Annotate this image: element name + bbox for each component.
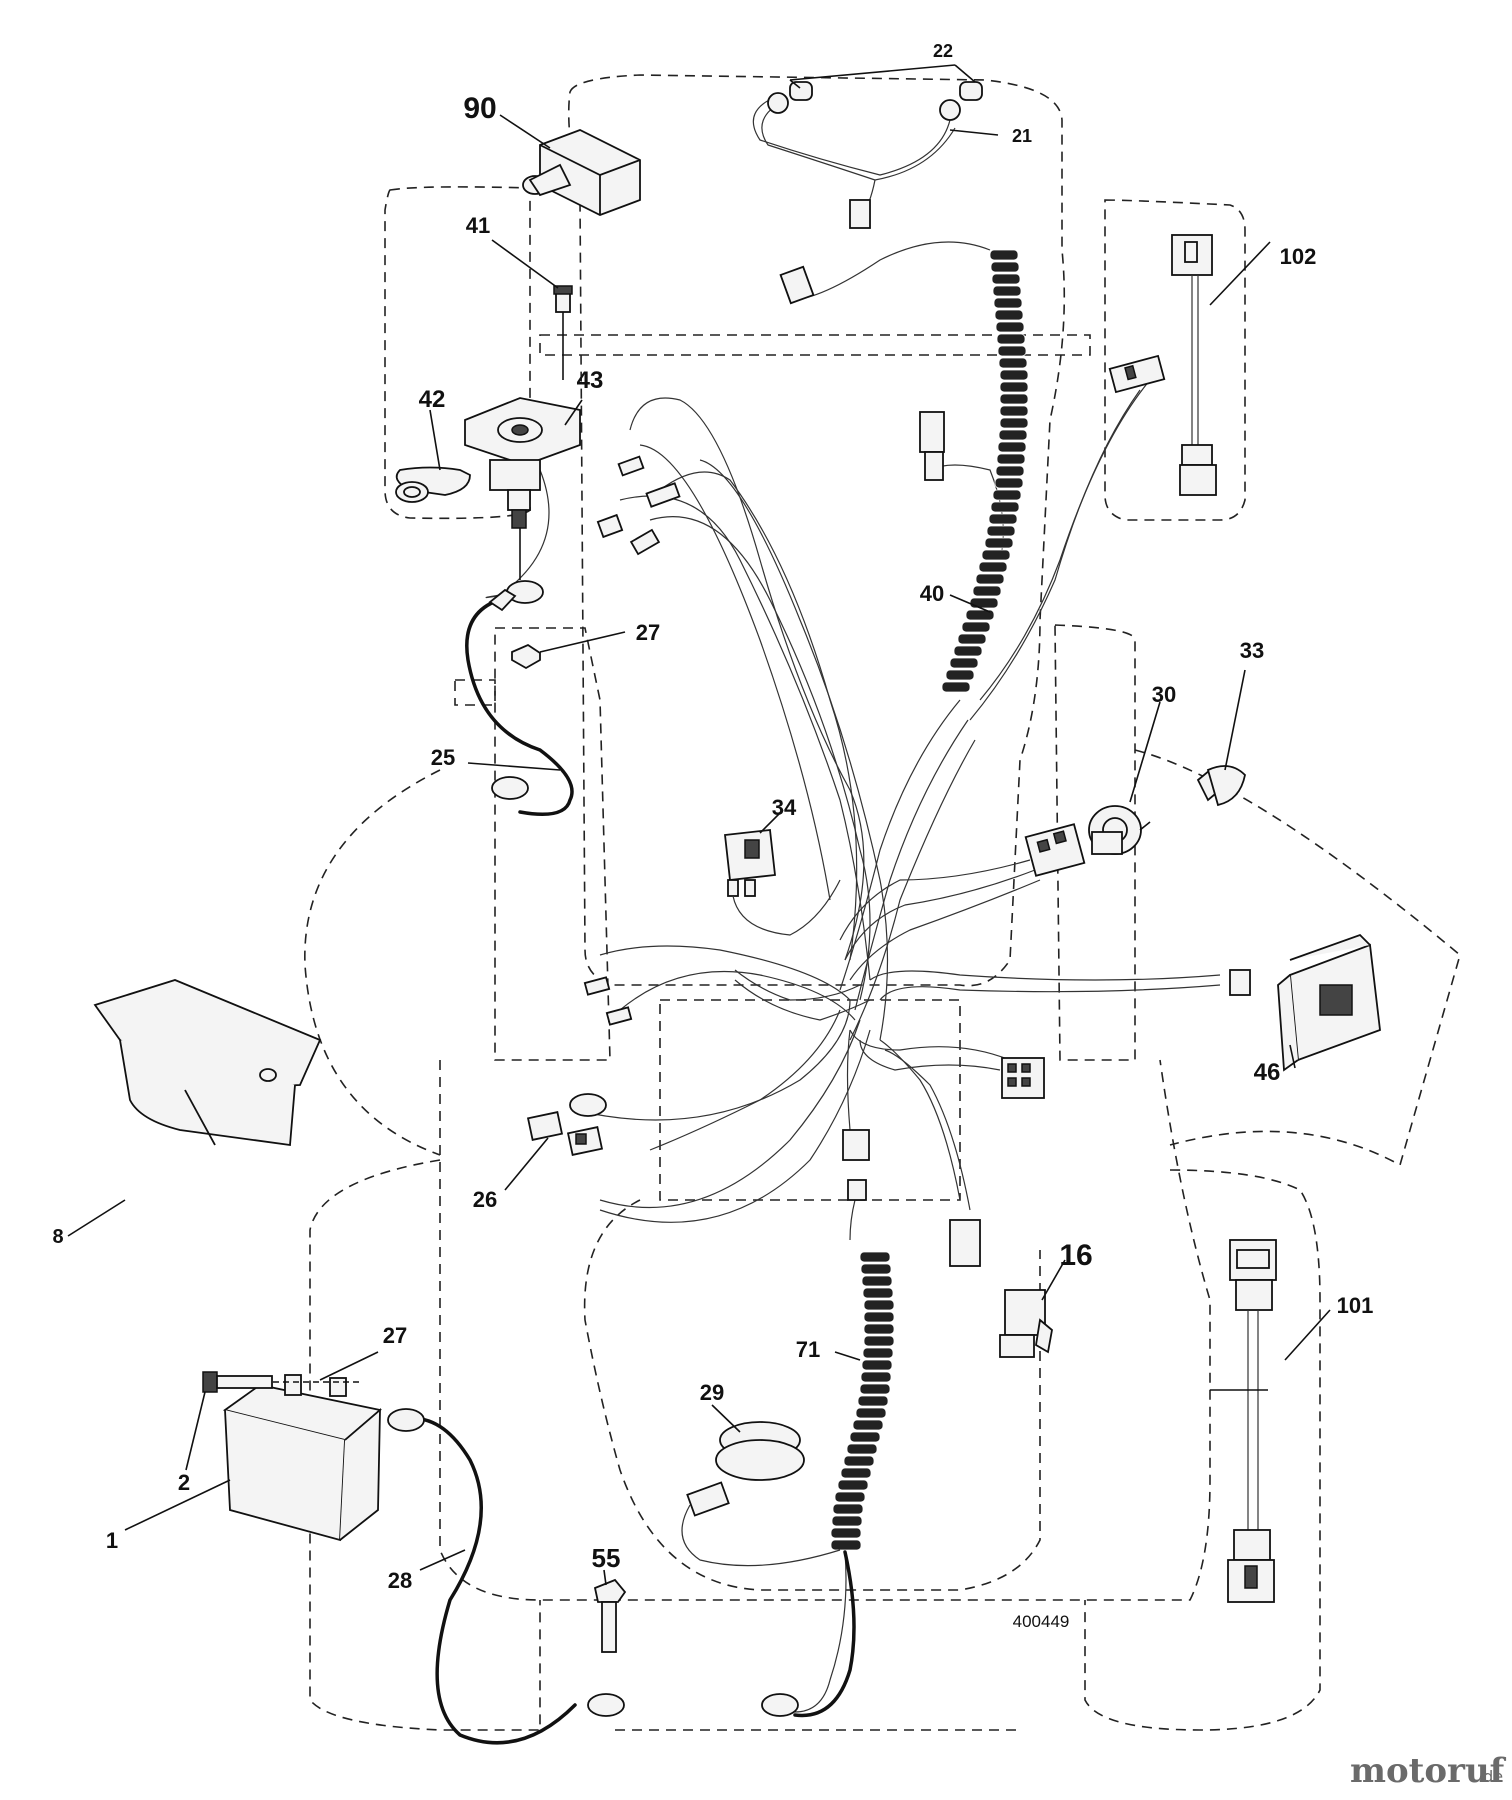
part-29-pto-switch <box>681 1421 841 1567</box>
callout-28: 28 <box>388 1568 412 1593</box>
callout-71: 71 <box>796 1337 820 1362</box>
part-55-bolt <box>387 1408 799 1717</box>
part-16-interlock-switch <box>999 1289 1053 1358</box>
callout-26: 26 <box>473 1187 497 1212</box>
callout-27-upper: 27 <box>636 620 660 645</box>
part-46-hour-meter <box>1229 933 1381 1072</box>
watermark-logo: motoruf <box>1350 1751 1507 1791</box>
drawing-number: 400449 <box>1013 1612 1070 1631</box>
harness-terminals-lower <box>569 976 1045 1267</box>
connector-near-conduit <box>779 265 1166 481</box>
battery-cable-28 <box>398 1416 577 1745</box>
conduit-71-lead-in <box>849 1199 856 1241</box>
callout-22: 22 <box>933 41 953 61</box>
part-26-fuse-holder <box>526 1111 604 1156</box>
callout-42: 42 <box>419 386 446 413</box>
conduit-40 <box>941 249 1029 693</box>
callout-29: 29 <box>700 1380 724 1405</box>
callout-33: 33 <box>1240 638 1264 663</box>
part-27-nut <box>511 643 541 670</box>
part-101-cable <box>1227 1239 1277 1603</box>
part-1-battery <box>222 1374 382 1542</box>
part-41-bolt <box>553 285 573 380</box>
conduit-71-lead-out <box>779 1551 847 1713</box>
callout-30: 30 <box>1152 682 1176 707</box>
terminal-crimp <box>488 588 517 612</box>
part-42-boot <box>395 466 471 503</box>
callout-55: 55 <box>592 1543 621 1573</box>
battery-cable-25 <box>465 596 574 816</box>
callout-2: 2 <box>178 1470 190 1495</box>
leader-lines <box>67 64 1331 1586</box>
part-43-solenoid <box>464 397 581 580</box>
part-90-ignition-cover <box>522 129 641 216</box>
callout-46: 46 <box>1254 1059 1281 1086</box>
callout-25: 25 <box>431 745 455 770</box>
part-102-cable <box>1171 234 1217 496</box>
part-33-key <box>1196 765 1246 807</box>
callout-8: 8 <box>52 1226 63 1248</box>
headlight-harness <box>752 81 983 229</box>
callout-90: 90 <box>463 92 496 125</box>
cable-25-ring-terminal <box>491 776 529 800</box>
harness-terminals-upper <box>596 455 681 556</box>
conduit-71 <box>830 1251 895 1551</box>
callout-102: 102 <box>1280 244 1317 269</box>
callout-1: 1 <box>106 1528 118 1553</box>
callout-40: 40 <box>920 581 944 606</box>
callout-16: 16 <box>1059 1239 1092 1272</box>
callout-41: 41 <box>466 213 490 238</box>
part-8-battery-tray <box>93 979 322 1147</box>
callout-101: 101 <box>1337 1293 1374 1318</box>
part-2-bolt <box>202 1371 273 1393</box>
callout-21: 21 <box>1012 126 1032 146</box>
part-34-switch <box>724 829 841 936</box>
cable-71-tail <box>793 1550 856 1718</box>
callout-43: 43 <box>577 367 604 394</box>
multi-connector-a <box>1024 823 1086 877</box>
callout-34: 34 <box>772 795 797 820</box>
callout-27-lower: 27 <box>383 1323 407 1348</box>
watermark-suffix: .de <box>1478 1767 1503 1786</box>
part-30-ignition-switch <box>1088 805 1151 855</box>
